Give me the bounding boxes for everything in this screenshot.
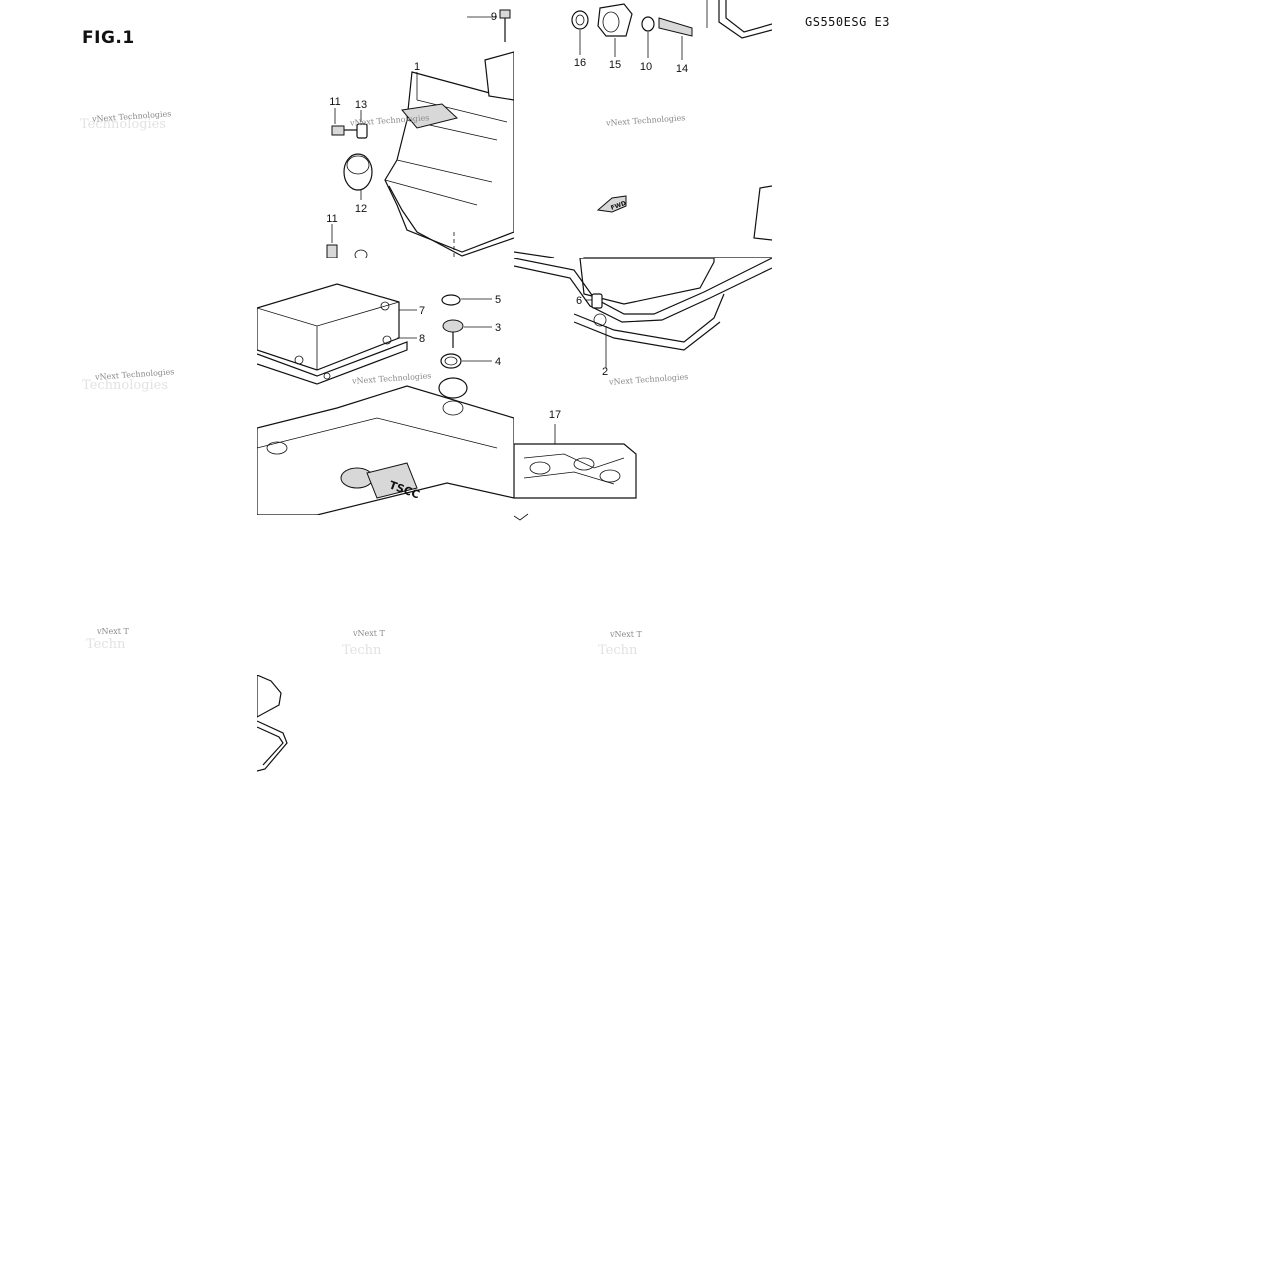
callout-6: 6: [576, 295, 582, 307]
head-cover-gasket: [514, 258, 772, 315]
diagram-tile-gasket-set: 6 2 17: [514, 258, 772, 521]
diagram-tile-breather: TSCC 7 8 5 3 4: [257, 283, 514, 515]
callout-11: 11: [329, 96, 340, 108]
callout-4: 4: [495, 356, 501, 368]
callout-15: 15: [609, 59, 621, 71]
part-16-ring: [571, 10, 589, 30]
callout-5: 5: [495, 294, 501, 306]
callout-7: 7: [419, 305, 425, 317]
callout-14: 14: [676, 63, 688, 75]
part-14-shaft: [658, 17, 693, 37]
oring-4: [440, 353, 462, 369]
callout-8: 8: [419, 333, 425, 345]
watermark-bg: Techn: [598, 643, 638, 658]
part-10-oring: [641, 16, 655, 32]
callout-17: 17: [549, 409, 561, 421]
callout-3: 3: [495, 322, 501, 334]
callout-2: 2: [602, 366, 608, 378]
diagram-tile-head-cover: 9 1 11 13 12 11: [326, 9, 514, 258]
callout-13: 13: [355, 99, 367, 111]
callout-9: 9: [491, 11, 497, 23]
gasket-set: [514, 443, 637, 499]
diagram-tile-fragment: [257, 675, 288, 772]
watermark: vNext T: [97, 627, 129, 636]
forward-arrow-icon: FWD: [596, 195, 627, 213]
svg-text:FWD: FWD: [610, 200, 627, 212]
watermark: vNext T: [353, 629, 385, 638]
callout-10: 10: [640, 61, 652, 73]
diagram-tile-gasket: FWD 16 15 10 14: [514, 0, 772, 258]
logo-plate: [366, 462, 418, 499]
plug-5: [441, 294, 461, 306]
cylinder-head: [257, 385, 514, 515]
oil-cap: [343, 153, 373, 191]
callout-1: 1: [414, 61, 420, 73]
watermark-bg: Techn: [342, 643, 382, 658]
watermark-bg: Techn: [86, 637, 126, 652]
callout-16: 16: [574, 57, 586, 69]
watermark-bg: Technologies: [82, 378, 169, 393]
breather-cover: [257, 283, 400, 371]
bolt-3: [442, 319, 464, 333]
figure-title: FIG.1: [82, 28, 135, 48]
part-15-housing: [597, 3, 633, 37]
logo-plate: [401, 103, 459, 129]
callout-12: 12: [355, 203, 367, 215]
callout-11: 11: [326, 213, 337, 225]
dowel-6: [591, 293, 603, 309]
model-code: GS550ESG E3: [805, 15, 890, 29]
watermark-bg: Technologies: [80, 117, 167, 132]
watermark: vNext T: [610, 630, 642, 639]
